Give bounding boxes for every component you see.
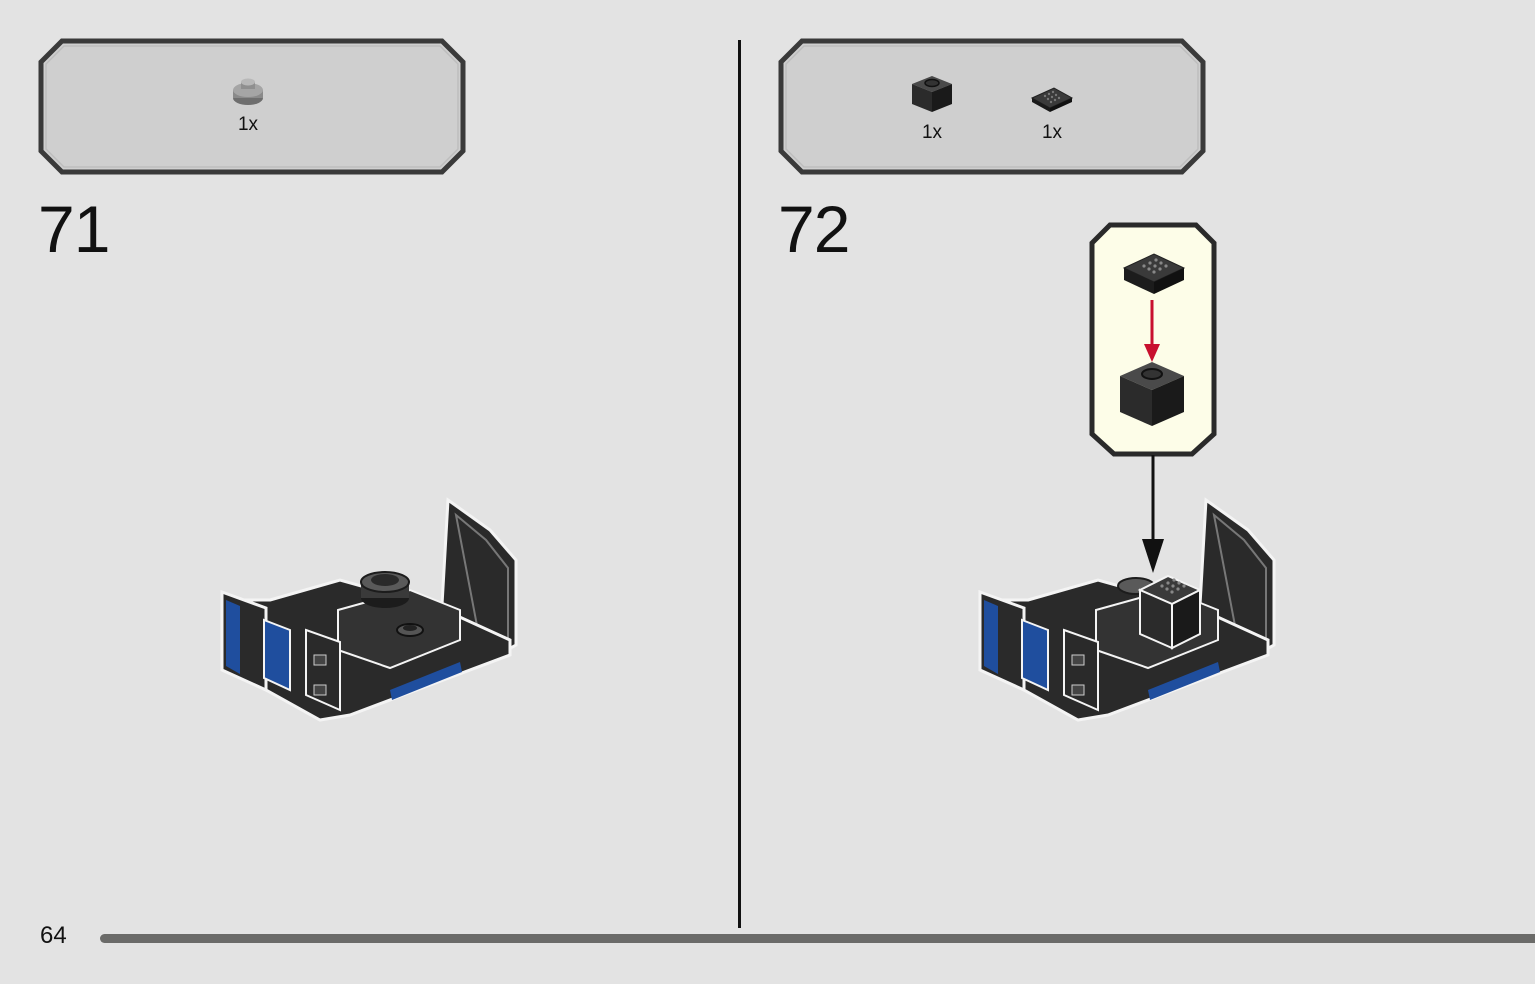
part-quantity: 1x [237,114,259,135]
build-illustration-step-71 [220,497,518,722]
round-plate-gray-icon [233,78,263,105]
part-quantity: 1x [921,122,943,143]
build-illustration-step-72 [978,497,1276,722]
part-round-plate: 1x [226,78,270,136]
parts-box-frame [778,38,1206,175]
step-number-71: 71 [38,192,110,266]
part-brick-1x1: 1x [904,72,960,144]
brick-1x1-black-icon [912,76,952,112]
parts-box-step-72: 1x 1x [778,38,1206,175]
parts-box-frame [38,38,466,175]
parts-box-step-71: 1x [38,38,466,175]
page-number: 64 [40,922,67,949]
placement-arrow [1142,455,1164,573]
page-divider [738,40,741,928]
page-progress-bar [100,934,1535,943]
sub-assembly-callout [1089,222,1217,457]
part-tile-2x2: 1x [1024,84,1080,144]
part-quantity: 1x [1041,122,1063,143]
tile-2x2-black-icon [1030,87,1074,112]
step-number-72: 72 [778,192,850,266]
